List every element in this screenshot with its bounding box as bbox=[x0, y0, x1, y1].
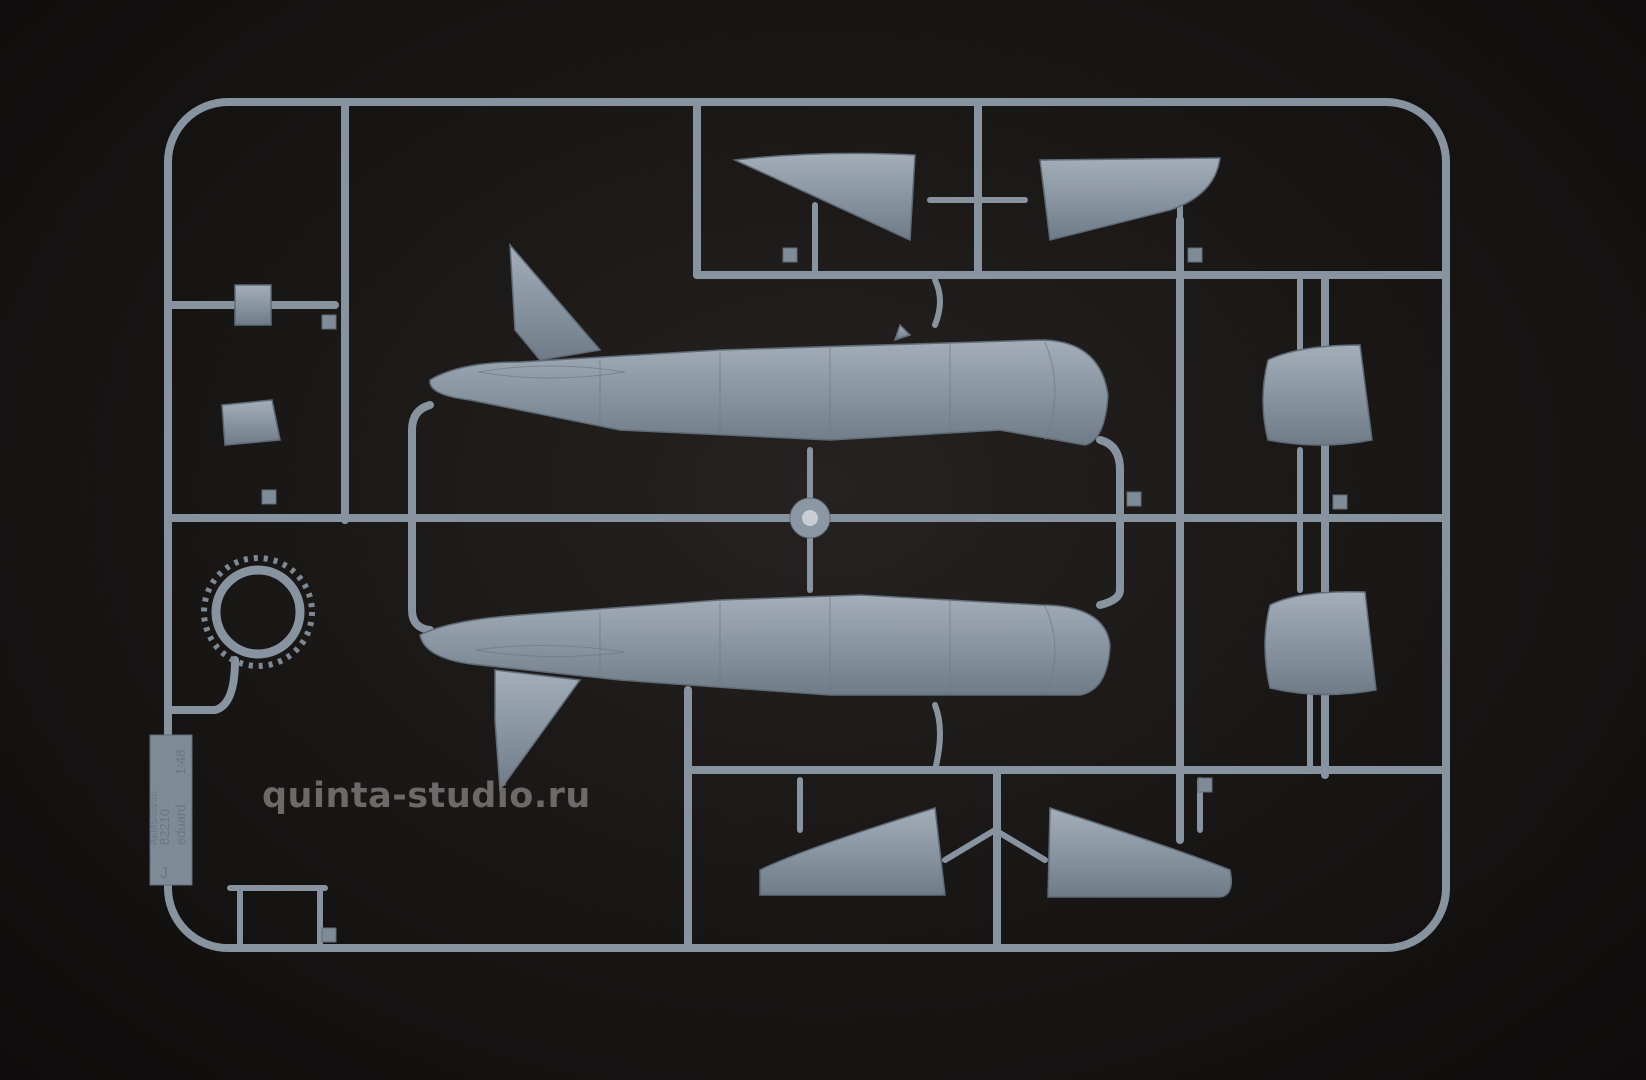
watermark: quinta-studio.ru bbox=[262, 776, 591, 816]
label-sprue-letter: J bbox=[160, 865, 168, 882]
fuselage-half-upper bbox=[429, 242, 1109, 446]
label-model: A6M5/5a/5b bbox=[149, 791, 160, 845]
label-scale: 1:48 bbox=[173, 750, 188, 775]
engine-cowlings bbox=[1262, 344, 1377, 696]
sprue-frame bbox=[164, 98, 1450, 952]
small-parts bbox=[201, 247, 1348, 948]
sprue-label-tab: eduard 1:48 82210 A6M5/5a/5b J bbox=[149, 734, 193, 886]
fuselage-half-lower bbox=[419, 594, 1111, 793]
label-kit-number: 82210 bbox=[157, 809, 172, 845]
horizontal-stabilizers bbox=[732, 152, 1232, 898]
label-brand: eduard bbox=[173, 805, 188, 845]
